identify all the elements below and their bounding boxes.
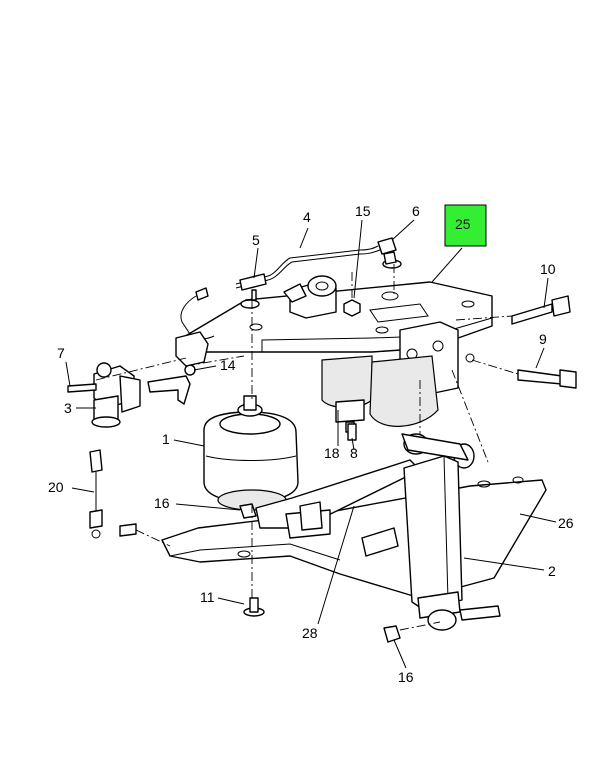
callout-25[interactable]: 25 [455,216,471,232]
callout-6[interactable]: 6 [412,203,420,219]
nut-15 [343,299,361,317]
air-line-4 [180,245,381,340]
leveling-valve-3 [91,362,141,428]
callout-8[interactable]: 8 [350,445,358,461]
torque-arm-28 [255,459,421,539]
callout-11[interactable]: 11 [200,589,215,605]
nut-16-lower [383,625,401,643]
callout-10[interactable]: 10 [540,261,556,277]
fitting-5 [239,273,267,301]
callout-5[interactable]: 5 [252,232,260,248]
air-spring-1 [203,395,299,511]
valve-arm [147,375,191,405]
callout-20[interactable]: 20 [48,479,64,495]
callout-labels: 4 5 15 6 10 9 7 14 3 1 18 8 20 16 26 2 1… [48,203,574,685]
elbow-fitting-6 [377,237,397,265]
centerlines [95,264,519,631]
callout-9[interactable]: 9 [539,331,547,347]
callout-7[interactable]: 7 [57,345,65,361]
upper-shock-mount [283,275,337,319]
bolt-8 [347,423,357,441]
linkage-rod-20 [89,449,137,539]
washer-5 [240,299,260,309]
leader-lines [65,219,557,669]
callout-2[interactable]: 2 [548,563,556,579]
bolt-11 [243,597,265,617]
valve-bracket [175,331,209,367]
bolt-10 [511,295,571,325]
highlight-box-25 [444,204,487,247]
callout-3[interactable]: 3 [64,400,72,416]
callout-26[interactable]: 26 [558,515,574,531]
callout-14[interactable]: 14 [220,357,236,373]
bolt-9 [517,369,577,389]
air-bag-upper [321,355,439,433]
callout-1[interactable]: 1 [162,431,170,447]
upper-bushing [401,433,475,469]
callout-18[interactable]: 18 [324,445,340,461]
bolt-7 [67,383,97,393]
callout-16-upper[interactable]: 16 [154,495,170,511]
callout-28[interactable]: 28 [302,625,318,641]
callout-15[interactable]: 15 [355,203,371,219]
callout-16-lower[interactable]: 16 [398,669,414,685]
callout-4[interactable]: 4 [303,209,311,225]
shock-absorber-2 [403,455,501,631]
